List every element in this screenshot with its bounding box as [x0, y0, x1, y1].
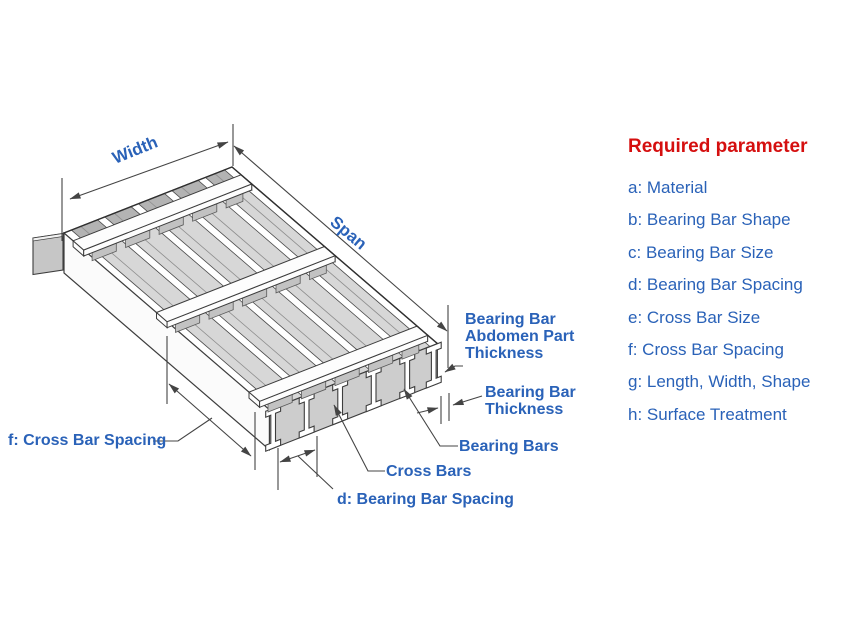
- parameter-item-d: d: Bearing Bar Spacing: [628, 275, 803, 295]
- bearing-bar-abdomen-thickness-label: Bearing Bar Abdomen Part Thickness: [465, 311, 575, 362]
- bearing-bar-spacing-label: d: Bearing Bar Spacing: [337, 491, 514, 508]
- bearing-bar-thickness-label: Bearing Bar Thickness: [485, 384, 576, 418]
- bearing-bar-spacing-dimension: [277, 436, 334, 490]
- cross-bar-spacing-dimension: [153, 336, 256, 470]
- parameter-item-h: h: Surface Treatment: [628, 404, 787, 424]
- parameter-item-f: f: Cross Bar Spacing: [628, 340, 784, 360]
- parameter-item-b: b: Bearing Bar Shape: [628, 210, 791, 230]
- parameter-item-c: c: Bearing Bar Size: [628, 242, 774, 262]
- cross-bars-label: Cross Bars: [386, 463, 472, 480]
- required-parameters-heading: Required parameter: [628, 136, 808, 157]
- parameter-item-g: g: Length, Width, Shape: [628, 372, 811, 392]
- parameter-item-a: a: Material: [628, 178, 708, 197]
- parameter-item-e: e: Cross Bar Size: [628, 307, 761, 327]
- width-dimension: [61, 124, 234, 241]
- leader-lines: [333, 363, 463, 472]
- end-banding-plate: [32, 232, 64, 276]
- dimension-lines: [61, 124, 483, 490]
- bearing-bars-label: Bearing Bars: [459, 438, 559, 455]
- bearing-bar-thickness-dimension: [416, 393, 483, 424]
- cross-bar-spacing-label: f: Cross Bar Spacing: [8, 432, 167, 449]
- span-dimension: [233, 145, 449, 368]
- required-parameters-panel: Required parameter a: Material b: Bearin…: [628, 136, 843, 431]
